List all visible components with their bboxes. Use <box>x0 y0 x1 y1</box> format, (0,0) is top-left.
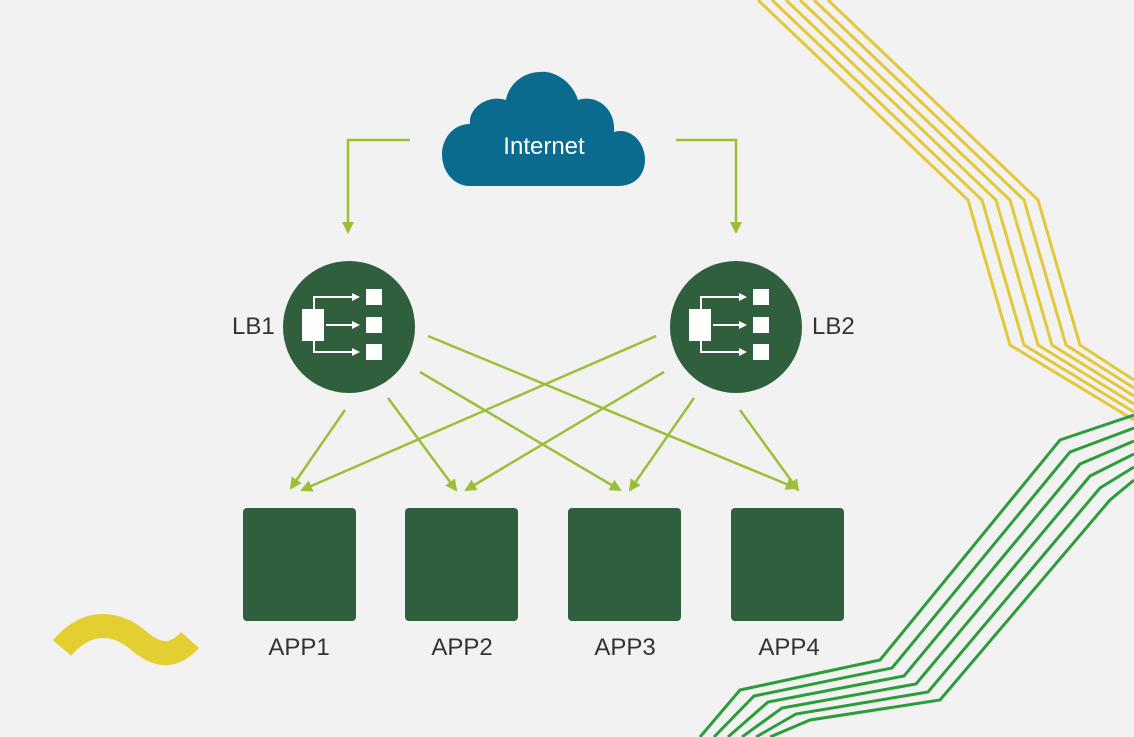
app2-label: APP2 <box>431 634 492 661</box>
load-balancer-lb1: LB1 <box>232 261 415 393</box>
app-server-app1: APP1 <box>243 508 356 661</box>
load-balancer-icon <box>302 289 382 360</box>
arrow-lb1-to-app1 <box>289 409 347 490</box>
decorative-green-stripes <box>698 413 1134 737</box>
decorative-squiggle <box>52 614 199 666</box>
arrow-internet-to-lb1 <box>342 138 410 234</box>
app1-label: APP1 <box>268 634 329 661</box>
arrow-internet-to-lb2 <box>676 138 742 234</box>
decorative-yellow-stripes <box>756 0 1134 422</box>
arrow-lb2-to-app1 <box>300 334 657 492</box>
app-server-app2: APP2 <box>405 508 518 661</box>
app-server-app4: APP4 <box>731 508 844 661</box>
app4-label: APP4 <box>758 634 819 661</box>
arrow-lb2-to-app3 <box>628 397 696 492</box>
app3-label: APP3 <box>594 634 655 661</box>
arrow-lb1-to-app3 <box>419 370 622 492</box>
lb2-label: LB2 <box>812 313 855 340</box>
arrow-lb1-to-app2 <box>386 397 458 492</box>
arrow-lb1-to-app4 <box>427 334 798 490</box>
internet-arrows <box>342 138 742 234</box>
app-server-app3: APP3 <box>568 508 681 661</box>
load-balancer-lb2: LB2 <box>670 261 855 393</box>
load-balancer-icon <box>689 289 769 360</box>
cloud-icon <box>442 71 645 186</box>
lb-to-app-arrows <box>289 334 800 492</box>
arrow-lb2-to-app4 <box>738 409 800 492</box>
arrow-lb2-to-app2 <box>464 370 665 492</box>
lb1-label: LB1 <box>232 313 275 340</box>
internet-label: Internet <box>503 133 585 160</box>
internet-cloud: Internet <box>442 71 645 186</box>
